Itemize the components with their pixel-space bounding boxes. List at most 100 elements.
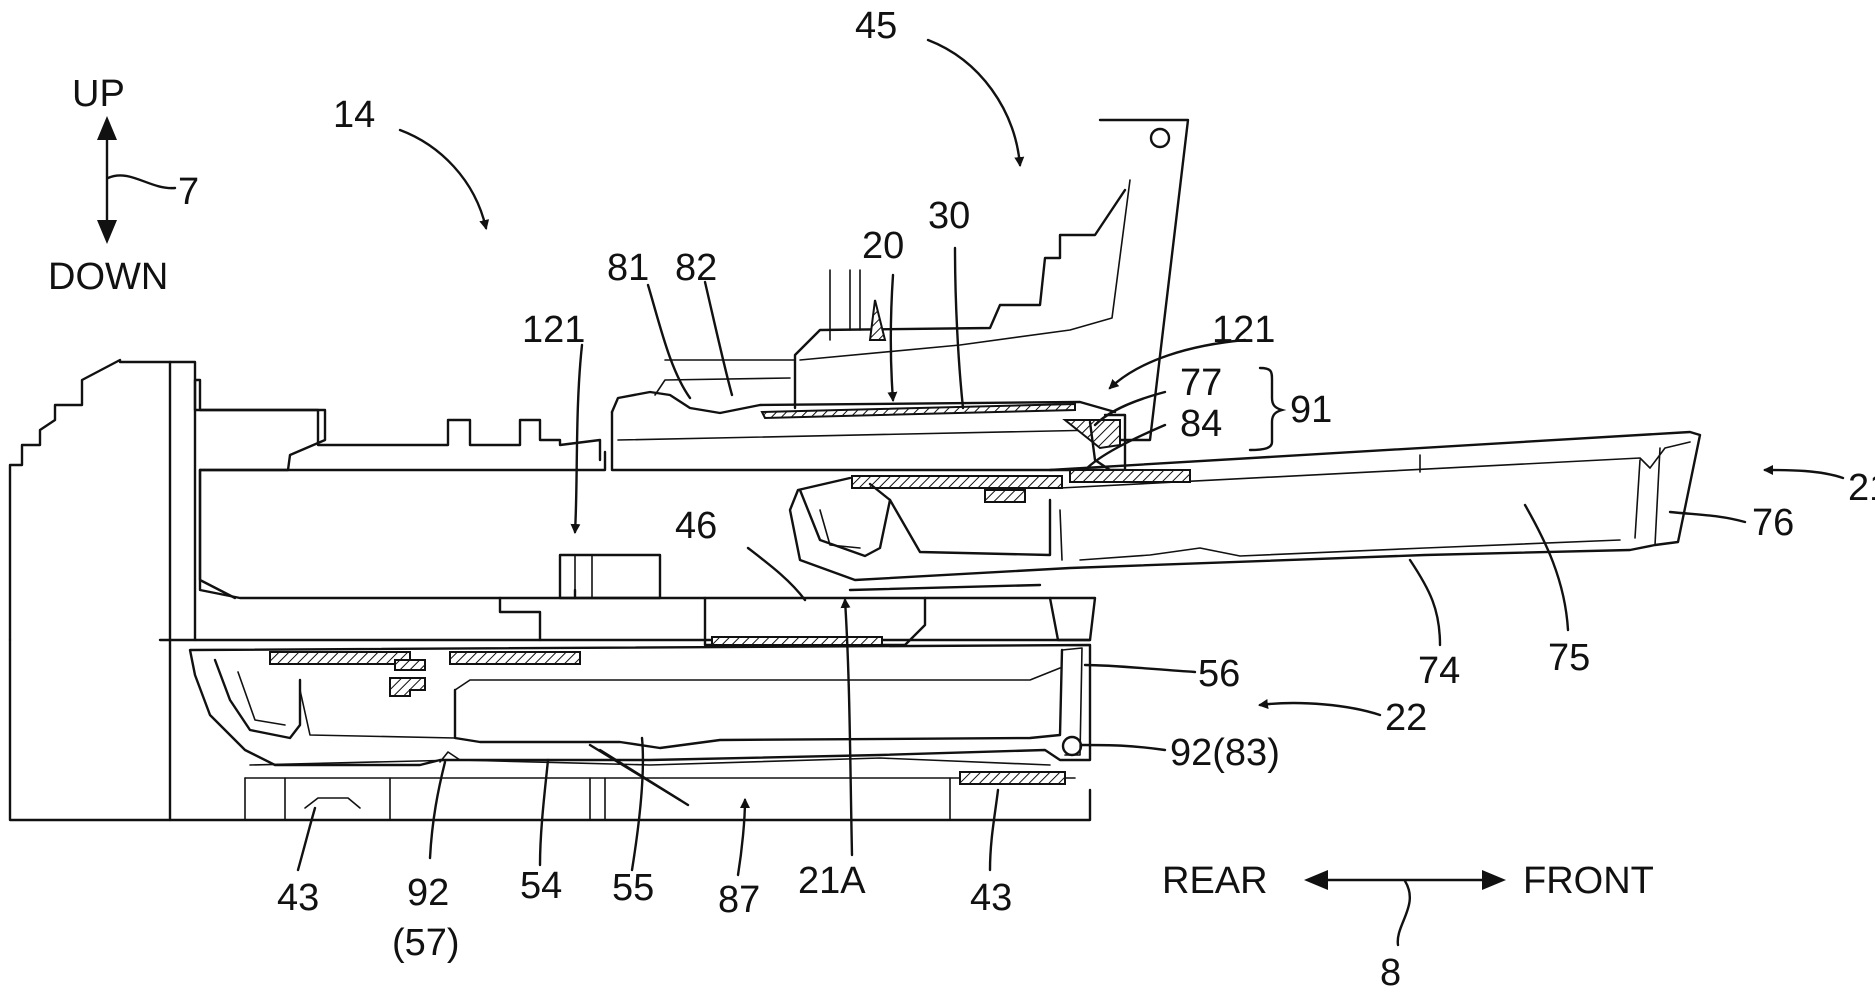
label-76: 76	[1752, 502, 1794, 544]
tray-21-hatch-block	[985, 490, 1025, 502]
tray-22-pressing-plate	[455, 668, 1060, 690]
foot-43-left-shape	[305, 798, 360, 808]
tray-22-rear-floor	[300, 690, 455, 738]
label-45: 45	[855, 5, 897, 47]
label-20: 20	[862, 225, 904, 267]
cover-45-pivot	[1151, 129, 1169, 147]
label-54: 54	[520, 865, 562, 907]
label-30: 30	[928, 195, 970, 237]
tray-20-hatch-plate	[762, 404, 1075, 418]
leader-87	[738, 800, 745, 875]
label-43-left: 43	[277, 877, 319, 919]
cover-45	[665, 120, 1188, 440]
tray-21	[790, 432, 1700, 590]
housing-shelf	[200, 452, 605, 470]
label-22: 22	[1385, 697, 1427, 739]
leader-46	[748, 548, 805, 600]
housing-14	[10, 360, 1095, 820]
foot-43-right-hatch	[960, 772, 1065, 784]
label-91: 91	[1290, 389, 1332, 431]
tray-20-floor	[618, 425, 1110, 440]
tray-21-bottom-rail	[850, 585, 1040, 590]
label-rear: REAR	[1162, 860, 1268, 902]
leader-21	[1765, 470, 1843, 478]
component-46-hatch	[712, 637, 882, 645]
leader-92-57	[430, 762, 445, 858]
cover-45-outer	[1100, 120, 1188, 440]
horizontal-direction-indicator	[1304, 870, 1506, 945]
label-43-right: 43	[970, 877, 1012, 919]
tray-21-rear-pocket	[890, 500, 1050, 555]
up-arrow-head	[97, 116, 117, 140]
front-arrow-head	[1482, 870, 1506, 890]
label-81: 81	[607, 247, 649, 289]
leader-75	[1525, 505, 1568, 630]
label-46: 46	[675, 505, 717, 547]
housing-diagonal-strut-2	[590, 745, 680, 800]
label-75: 75	[1548, 637, 1590, 679]
tray-21-outline	[790, 432, 1700, 580]
housing-base-frame	[10, 640, 1090, 820]
label-front: FRONT	[1523, 860, 1654, 902]
brace-91	[1250, 368, 1282, 450]
tray-22-hatch-a	[270, 652, 410, 664]
housing-upper-inner-contour	[195, 410, 575, 598]
label-14: 14	[333, 94, 375, 136]
cover-45-hatch-rib	[870, 300, 885, 340]
label-77: 77	[1180, 362, 1222, 404]
label-55: 55	[612, 867, 654, 909]
label-21: 21	[1848, 467, 1875, 509]
leader-14	[400, 130, 486, 228]
tray-21-front-wall-inner	[1635, 460, 1640, 538]
tray-21-rear-guide	[800, 484, 890, 556]
leader-45	[928, 40, 1020, 165]
leader-43-right	[990, 790, 998, 870]
vertical-direction-indicator	[97, 116, 175, 244]
label-121-left: 121	[522, 309, 585, 351]
housing-step	[195, 380, 200, 410]
tray-22-hatch-b	[450, 652, 580, 664]
down-arrow-head	[97, 220, 117, 244]
housing-front-lug	[1050, 598, 1095, 640]
ref-7-leader	[108, 175, 175, 188]
label-56: 56	[1198, 653, 1240, 695]
tray-22-rear-guide-inner	[238, 672, 285, 725]
label-ref-7: 7	[178, 171, 199, 213]
tray-21-front-wall-76	[1655, 448, 1660, 545]
label-down: DOWN	[48, 256, 168, 298]
tray-22-hatch-d	[390, 678, 425, 696]
housing-partition-a	[500, 598, 540, 640]
housing-inner-wall	[200, 470, 235, 598]
tray-22-hatch-c	[395, 660, 425, 670]
label-ref-8: 8	[1380, 952, 1401, 992]
label-92-83: 92(83)	[1170, 732, 1280, 774]
leader-20	[891, 275, 893, 400]
label-21A: 21A	[798, 860, 866, 902]
label-57: (57)	[392, 922, 460, 964]
tray-20	[612, 378, 1125, 470]
tray-22-rear-guide	[215, 660, 300, 738]
tray-20-outline	[612, 412, 1125, 470]
leader-92-83	[1082, 745, 1165, 750]
label-87: 87	[718, 879, 760, 921]
label-up: UP	[72, 73, 125, 115]
ref-8-leader	[1398, 881, 1410, 945]
leader-54	[540, 760, 548, 865]
label-92: 92	[407, 872, 449, 914]
leader-22	[1260, 703, 1380, 715]
tray-20-paper-guide	[655, 378, 790, 395]
leader-82	[705, 282, 732, 395]
leader-74	[1410, 560, 1440, 645]
label-121-right: 121	[1212, 309, 1275, 351]
leader-121-left	[575, 345, 582, 532]
housing-rear-tower	[10, 360, 195, 640]
leader-56	[1085, 665, 1195, 672]
leader-55	[632, 738, 643, 870]
leader-lines	[298, 40, 1843, 875]
leader-43-left	[298, 808, 315, 870]
tray-22	[190, 645, 1090, 765]
label-82: 82	[675, 247, 717, 289]
rear-arrow-head	[1304, 870, 1328, 890]
label-84: 84	[1180, 403, 1222, 445]
